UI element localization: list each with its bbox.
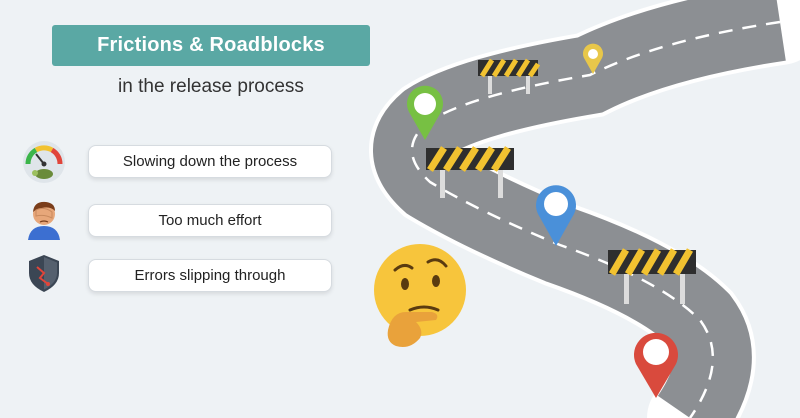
- speedometer-turtle-icon: [23, 141, 65, 183]
- frustrated-person-icon: [28, 201, 60, 240]
- barrier-middle: [426, 146, 514, 198]
- item-errors-slipping: Errors slipping through: [88, 259, 332, 292]
- item-slowing-down: Slowing down the process: [88, 145, 332, 178]
- barrier-bottom: [608, 248, 696, 304]
- item-label: Slowing down the process: [122, 153, 298, 170]
- blue-pin-icon: [536, 185, 576, 246]
- item-too-much-effort: Too much effort: [88, 204, 332, 237]
- yellow-pin-icon: [583, 43, 603, 74]
- green-pin-icon: [406, 85, 444, 140]
- page-title: Frictions & Roadblocks: [97, 34, 325, 56]
- item-label: Too much effort: [158, 212, 262, 229]
- barrier-top: [478, 58, 541, 94]
- red-pin-icon: [633, 332, 678, 398]
- title-banner: Frictions & Roadblocks: [52, 25, 370, 66]
- thinking-face-emoji: [374, 244, 466, 347]
- item-label: Errors slipping through: [134, 267, 286, 284]
- cracked-shield-icon: [29, 255, 59, 292]
- page-subtitle: in the release process: [118, 76, 304, 97]
